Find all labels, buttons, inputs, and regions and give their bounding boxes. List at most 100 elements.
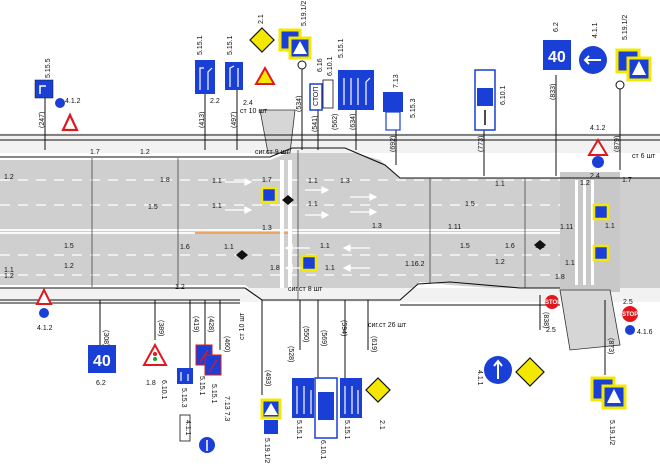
marking-label: 1.1 (495, 181, 505, 188)
sign-label: 6.16 (317, 58, 324, 72)
sign-label: 2.5 (623, 299, 633, 306)
sign-label: 4.1.1 (592, 22, 599, 38)
distance-label: (308) (102, 330, 109, 346)
marking-label: 1.1 (565, 260, 575, 267)
lanes-direction-sign (195, 60, 215, 94)
marking-label: 1.8 (160, 177, 170, 184)
distance-label: (879) (614, 136, 621, 152)
priority-road-sign (365, 377, 391, 403)
marking-label: 1.3 (372, 223, 382, 230)
sign-label: 2.1 (378, 420, 385, 430)
distance-label: (528) (287, 346, 294, 362)
fence-note: сиг.ст 26 шт (368, 322, 407, 329)
priority-road-sign (249, 27, 275, 53)
distance-label: (389) (157, 320, 164, 336)
distance-label: (773) (478, 136, 485, 152)
yield-sign (254, 65, 276, 85)
sign-label: 6.2 (96, 380, 106, 387)
marking-label: 1.11 (560, 224, 573, 231)
bottom-distances: (308) (389) (419) (428) (460) (493) (528… (102, 312, 614, 386)
fence-note: ст 6 шт (632, 153, 656, 160)
warning-triangle-sign (61, 112, 79, 132)
sign-label: 4.1.2 (65, 98, 81, 105)
sign-label: 1.8 (146, 380, 156, 387)
sign-label: 6.10.1 (319, 440, 326, 460)
stop-sign (545, 295, 559, 309)
sign-label: 4.1.1 (184, 420, 191, 436)
sign-label: 5.15.1 (343, 420, 350, 440)
direction-scheme-sign (322, 79, 334, 109)
sign-label: 6.10.1 (327, 56, 334, 76)
stop-sign-text: STOP (622, 312, 638, 318)
crosswalk-left (280, 160, 292, 288)
distance-label: (493) (264, 370, 271, 386)
sign-label: 2.5 (546, 327, 556, 334)
marking-label: 1.8 (270, 265, 280, 272)
fence-note: сиг.ст 9 шт (255, 149, 290, 156)
sign-label: 2.2 (210, 98, 220, 105)
distance-label: (562) (332, 114, 339, 130)
right-turn-sign (55, 98, 65, 108)
speed-value: 40 (93, 353, 111, 370)
crosswalk-right (575, 180, 594, 285)
sign-label: 5.15.3 (180, 388, 187, 408)
sign-label: 6.10.1 (160, 380, 167, 400)
distance-label: (619) (370, 336, 377, 352)
marking-label: 1.5 (64, 243, 74, 250)
speed-value: 40 (548, 49, 566, 66)
marking-label: 1.3 (262, 225, 272, 232)
marking-label: 1.2 (64, 263, 74, 270)
marking-label: 1.1 (308, 178, 318, 185)
marking-label: 1.1 (308, 201, 318, 208)
distance-label: (460) (223, 336, 230, 352)
marking-label: 1.5 (460, 243, 470, 250)
bottom-posts (99, 295, 606, 395)
marking-label: 1.8 (555, 274, 565, 281)
marking-label: 1.2 (4, 174, 14, 181)
distance-label: (413) (199, 112, 206, 128)
stop-sign (622, 306, 638, 322)
sign-label: 4.1.1 (476, 370, 483, 386)
distance-label: (419) (192, 316, 199, 332)
sign-label: 4.1.2 (37, 325, 53, 332)
marking-label: 1.1 (325, 265, 335, 272)
distance-label: (838) (542, 312, 549, 328)
marking-label: 1.1 (4, 267, 14, 274)
sign-label: 4.1.2 (590, 125, 606, 132)
distance-label: (497) (231, 112, 238, 128)
marking-label: 1.2 (140, 149, 150, 156)
sign-label: 5.19.1/2 (263, 438, 270, 463)
service-plate (385, 111, 401, 131)
marking-label: 1.2 (580, 180, 590, 187)
road-ped-signs (236, 186, 610, 272)
lane-start-sign (177, 368, 193, 384)
sign-label: 5.15.1 (198, 376, 205, 396)
distance-label: (550) (302, 326, 309, 342)
distance-label: (594) (340, 320, 347, 336)
priority-road-sign (515, 357, 545, 387)
marking-label: 1.2 (175, 284, 185, 291)
stop-sign-text: STOP (545, 300, 561, 306)
speed-sign (88, 345, 116, 373)
sign-label: 5.15.5 (45, 58, 52, 78)
fence-note: ст 10 шт (240, 108, 268, 115)
marking-label: 1.2 (4, 273, 14, 280)
road-surface (0, 109, 660, 351)
marking-label: 1.6 (505, 243, 515, 250)
distance-label: (247) (39, 112, 46, 128)
marking-label: 1.7 (622, 177, 632, 184)
sign-label: 5.15.3 (410, 98, 417, 118)
marking-label: 1.5 (465, 201, 475, 208)
marking-label: 1.5 (148, 204, 158, 211)
sign-label: 6.10.1 (500, 85, 507, 105)
marking-label: 1.11 (448, 224, 461, 231)
marking-label: 1.1 (320, 243, 330, 250)
distance-label: (634) (350, 114, 357, 130)
fence-note: сиг.ст 8 шт (288, 286, 323, 293)
sign-label: 5.15.1 (227, 35, 234, 55)
distance-label: (534) (296, 96, 303, 112)
distance-label: (873) (607, 338, 614, 354)
sign-label: 6.2 (553, 22, 560, 32)
